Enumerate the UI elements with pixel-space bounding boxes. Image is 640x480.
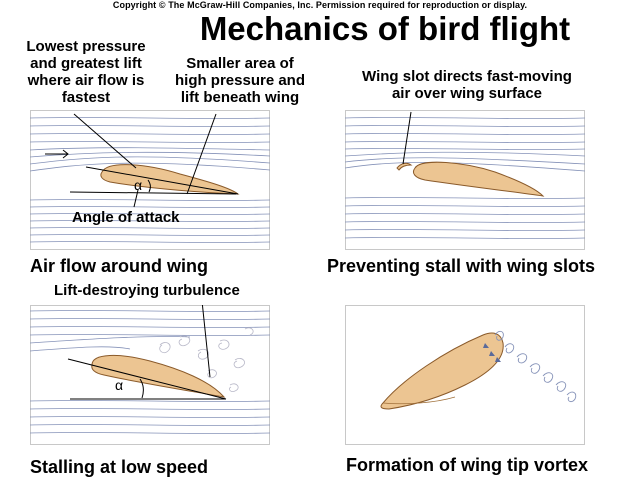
leader-turbulence bbox=[201, 305, 211, 378]
angle-arc bbox=[147, 179, 151, 193]
leader-low-pressure bbox=[73, 113, 137, 169]
airflow-lines bbox=[30, 310, 270, 434]
copyright-notice: Copyright © The McGraw-Hill Companies, I… bbox=[112, 0, 528, 10]
chord-line bbox=[67, 358, 227, 400]
caption-wing-slots: Preventing stall with wing slots bbox=[327, 256, 596, 276]
label-angle-of-attack: Angle of attack bbox=[72, 209, 180, 226]
panel-wing-slot bbox=[345, 110, 585, 250]
vortex-arrows bbox=[483, 343, 501, 362]
airflow-arrow-icon bbox=[45, 149, 69, 159]
caption-wing-tip-vortex: Formation of wing tip vortex bbox=[346, 455, 588, 475]
tip-vortex-spiral bbox=[494, 330, 577, 403]
label-wing-slot: Wing slot directs fast-moving air over w… bbox=[362, 68, 572, 102]
turbulence-swirls bbox=[159, 327, 254, 392]
wing-underside-edge bbox=[382, 396, 456, 405]
alpha-symbol: α bbox=[134, 177, 143, 193]
airflow-lines bbox=[30, 117, 270, 243]
panel-air-flow bbox=[30, 110, 270, 250]
label-turbulence: Lift-destroying turbulence bbox=[54, 282, 240, 299]
label-high-pressure: Smaller area of high pressure and lift b… bbox=[174, 55, 306, 106]
horizontal-reference-line bbox=[69, 191, 237, 195]
leader-high-pressure bbox=[186, 113, 217, 195]
panel-stalling bbox=[30, 305, 270, 445]
angle-arc bbox=[139, 378, 144, 399]
wing-airfoil bbox=[412, 161, 545, 197]
page-title: Mechanics of bird flight bbox=[199, 10, 571, 47]
chord-line bbox=[85, 166, 239, 195]
wing-surface bbox=[380, 332, 504, 410]
leader-wing-slot bbox=[402, 111, 412, 165]
panel-wing-tip-vortex bbox=[345, 305, 585, 445]
caption-air-flow: Air flow around wing bbox=[30, 256, 208, 276]
leader-angle bbox=[133, 189, 139, 208]
wing-airfoil bbox=[91, 354, 226, 398]
wing-slot bbox=[396, 162, 413, 171]
caption-stalling: Stalling at low speed bbox=[30, 457, 209, 477]
label-lowest-pressure: Lowest pressure and greatest lift where … bbox=[26, 38, 146, 106]
alpha-symbol: α bbox=[115, 377, 124, 393]
